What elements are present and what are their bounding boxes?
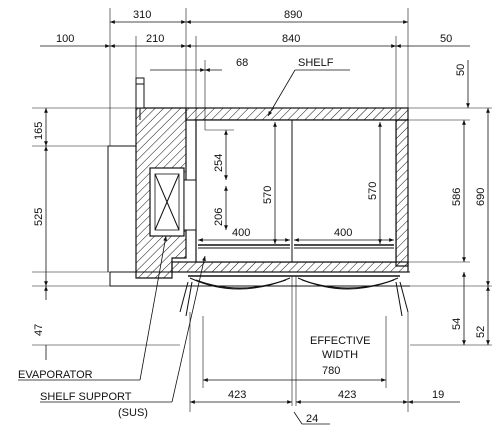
top-dimensions: 310 890 100 210 840 50 68 SHELF [40,8,470,146]
top-fitting [135,77,145,109]
dim-effective-value: 780 [322,365,340,377]
dim-shelf-gap: 68 [236,57,248,69]
dim-shelf-400-left: 400 [232,227,250,239]
label-material: (SUS) [118,407,148,419]
dim-right-690: 690 [475,188,487,206]
dim-shelf-400-right: 400 [334,227,352,239]
inner-dimensions: 254 206 570 570 400 400 [198,122,394,244]
top-wall-hatch [185,107,409,121]
dim-right-54: 54 [451,318,463,330]
dim-right-offset: 50 [440,33,452,45]
bottom-dimensions: EFFECTIVE WIDTH 780 423 423 19 24 [189,312,460,425]
dim-inner-206: 206 [213,208,225,226]
left-dimensions: 165 525 47 [32,107,180,360]
label-effective-line1: EFFECTIVE [310,335,371,347]
dim-left-bottom: 47 [33,324,45,336]
dim-top-right: 50 [455,64,467,76]
dim-door-right: 423 [338,389,356,401]
dim-right-586: 586 [451,188,463,206]
dim-inner-width: 840 [282,33,300,45]
dim-left-offset: 100 [56,33,74,45]
dim-left-mid: 525 [33,208,45,226]
label-shelf: SHELF [298,57,334,69]
label-shelf-support: SHELF SUPPORT [40,391,132,403]
door-section [179,275,409,406]
dim-inner-570-left: 570 [262,186,274,204]
dim-overall-width: 890 [284,9,302,21]
right-dimensions: 50 586 690 54 52 [396,60,492,346]
dim-left-top: 165 [33,122,45,140]
label-evaporator: EVAPORATOR [18,369,93,381]
callouts: EVAPORATOR SHELF SUPPORT (SUS) [18,235,206,419]
dim-inner-left: 210 [146,33,164,45]
dim-right-52: 52 [475,326,487,338]
dim-door-left: 423 [228,389,246,401]
dim-door-edge: 19 [432,389,444,401]
bottom-wall-hatch [171,261,409,273]
cabinet-body [107,77,410,287]
dim-gap-24: 24 [306,413,318,425]
dim-inner-570-right: 570 [367,182,379,200]
dim-inner-254: 254 [213,154,225,172]
label-effective-line2: WIDTH [322,349,358,361]
right-wall-hatch [395,119,409,267]
dim-overall-left: 310 [133,9,151,21]
